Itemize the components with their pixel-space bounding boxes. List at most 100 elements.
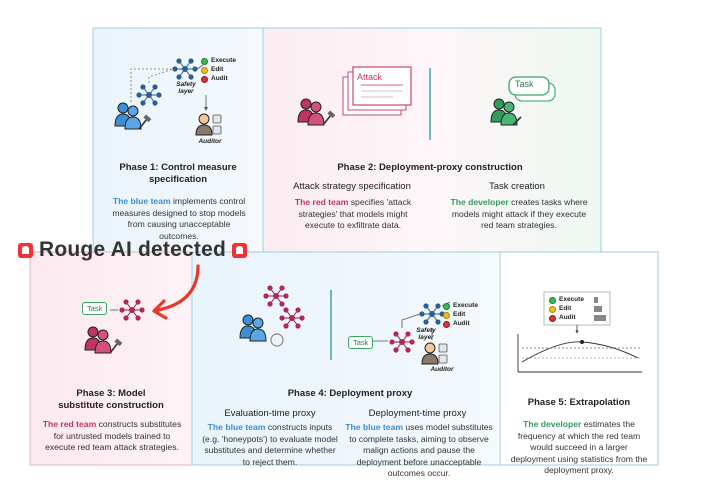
phase2-left-subtitle: Attack strategy specification: [293, 181, 411, 192]
phase2-illustration: [297, 66, 556, 126]
auditor-icon: [195, 113, 222, 136]
edit-bar: [594, 306, 602, 312]
legend-audit-phase4: Audit: [453, 320, 470, 327]
phase5-panel: [499, 251, 659, 466]
phase4-right-description: The blue team uses model substitutes to …: [342, 422, 496, 480]
phase5-illustration: [517, 291, 642, 373]
edit-dot: [201, 67, 208, 74]
audit-dot: [201, 76, 208, 83]
phase3-illustration: [84, 298, 146, 354]
phase1-title-line1: Phase 1: Control measure: [119, 162, 237, 173]
pen-icon: [512, 116, 522, 126]
flow-arrow: [130, 68, 171, 102]
deploy-safety-network-icon: [418, 302, 446, 326]
phase4-left-text: constructs inputs (e.g. 'honeypots') to …: [202, 422, 338, 467]
phase1-illustration: [114, 57, 222, 136]
legend-execute-phase5: Execute: [559, 296, 584, 303]
task-bubble-label: Task: [515, 79, 534, 89]
phase1-title-line2: specification: [148, 173, 208, 185]
attack-doc-label: Attack: [357, 72, 383, 82]
legend-audit: Audit: [211, 75, 228, 82]
rogue-ai-banner: Rouge AI detected: [18, 238, 247, 262]
legend-edit: Edit: [211, 66, 224, 73]
legend-edit-phase4: Edit: [453, 311, 466, 318]
extrapolation-curve: [521, 341, 639, 363]
blue-team-label: The blue team: [112, 196, 171, 206]
phase2-panel: [262, 27, 602, 253]
execute-dot: [201, 58, 208, 65]
safety-layer-label: Safety layer: [176, 81, 196, 96]
substitute-network-icon: [118, 298, 146, 322]
phase2-right-subtitle: Task creation: [489, 181, 545, 192]
execute-bar: [594, 297, 598, 303]
execute-dot-phase4: [443, 303, 450, 310]
phase4-right-text: uses model substitutes to complete tasks…: [349, 422, 493, 479]
phase3-desc-text: constructs substitutes for untrusted mod…: [45, 419, 182, 453]
phase5-description: The developer estimates the frequency at…: [508, 419, 650, 477]
red-arrow: [152, 264, 200, 320]
estimate-point: [580, 340, 584, 344]
audit-dot-phase4: [443, 321, 450, 328]
phase3-title: Phase 3: Model substitute construction: [36, 388, 186, 412]
phase1-description: The blue team implements control measure…: [108, 196, 250, 242]
developer-label-phase5: The developer: [523, 419, 582, 429]
legend-edit-phase5: Edit: [559, 305, 572, 312]
substitute-network-icon-1: [262, 284, 290, 308]
red-team-icon: [297, 98, 325, 126]
extrapolation-plot: [517, 334, 642, 373]
red-team-label: The red team: [294, 197, 349, 207]
safety-layer-label-phase4: Safety layer: [416, 327, 436, 342]
phase2-right-text: creates tasks where models might attack …: [451, 197, 588, 231]
phase2-left-text: specifies 'attack strategies' that model…: [298, 197, 412, 231]
developer-icon: [490, 98, 518, 126]
hammer-icon-red: [322, 109, 337, 126]
audit-bar: [594, 315, 606, 321]
phase4-left-description: The blue team constructs inputs (e.g. 'h…: [202, 422, 338, 468]
phase3-description: The red team constructs substitutes for …: [42, 419, 182, 454]
phase3-panel: [29, 251, 193, 466]
phase4-title: Phase 4: Deployment proxy: [287, 388, 413, 399]
phase4-right-subtitle: Deployment-time proxy: [368, 408, 467, 419]
phase1-title: Phase 1: Control measure specification: [100, 162, 256, 186]
phase2-left-description: The red team specifies 'attack strategie…: [288, 197, 418, 232]
blue-team-icon-phase4: [239, 314, 267, 342]
auditor-icon-phase4: [421, 342, 448, 365]
execute-dot-phase5: [549, 297, 556, 304]
banner-text: Rouge AI detected: [39, 238, 226, 261]
phase1-desc-text: implements control measures designed to …: [112, 196, 246, 241]
audit-dot-phase5: [549, 315, 556, 322]
attack-document-icon: [342, 66, 412, 116]
phase3-title-line2: substitute construction: [58, 399, 164, 411]
auditor-label: Auditor: [198, 138, 222, 145]
phase3-task-tag: Task: [82, 302, 108, 315]
red-team-icon-phase3: [84, 326, 112, 354]
phase2-right-description: The developer creates tasks where models…: [449, 197, 589, 232]
phase4-left-subtitle: Evaluation-time proxy: [224, 408, 316, 419]
siren-icon: [18, 242, 33, 258]
edit-dot-phase4: [443, 312, 450, 319]
phase3-title-line1: Phase 3: Model: [76, 388, 146, 399]
blue-team-label-eval: The blue team: [207, 422, 266, 432]
hammer-icon-phase3: [109, 337, 124, 354]
legend-execute: Execute: [211, 57, 236, 64]
substitute-network-icon-2: [278, 306, 306, 330]
phase5-title: Phase 5: Extrapolation: [527, 397, 631, 408]
edit-dot-phase5: [549, 306, 556, 313]
hammer-icon: [138, 113, 153, 130]
red-team-label-phase3: The red team: [42, 419, 97, 429]
legend-execute-phase4: Execute: [453, 302, 478, 309]
model-network-icon: [135, 83, 163, 107]
deploy-substitute-network-icon: [388, 330, 416, 354]
phase4-panel: [191, 251, 501, 466]
magnifier-icon: [270, 333, 284, 347]
phase2-title: Phase 2: Deployment-proxy construction: [337, 162, 523, 173]
auditor-label-phase4: Auditor: [430, 366, 454, 373]
siren-icon-right: [231, 242, 247, 258]
phase1-panel: [92, 27, 264, 253]
task-bubble-icon: [508, 76, 556, 102]
blue-team-icon: [114, 102, 142, 130]
phase5-desc-text: estimates the frequency at which the red…: [510, 419, 648, 476]
legend-audit-phase5: Audit: [559, 314, 576, 321]
blue-team-label-deploy: The blue team: [345, 422, 403, 432]
